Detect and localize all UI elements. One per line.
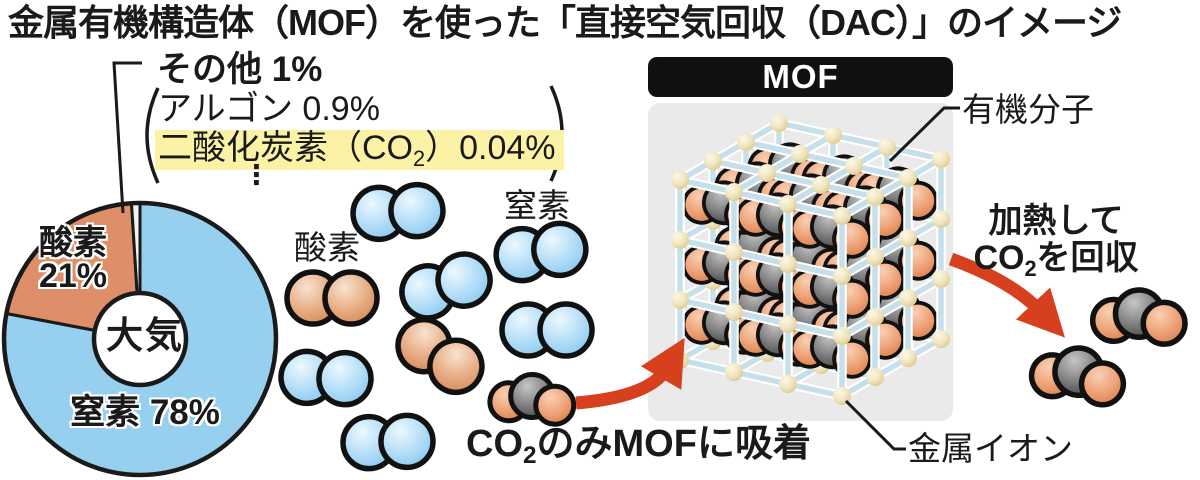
other-slice-label: その他 1% bbox=[157, 50, 323, 89]
adsorption-caption: CO2のみMOFに吸着 bbox=[466, 423, 811, 470]
metal-ion-node bbox=[866, 248, 884, 266]
metal-ion-node bbox=[899, 169, 917, 187]
metal-ion-node bbox=[878, 138, 896, 156]
metal-ion-node bbox=[866, 188, 884, 206]
ellipsis-dots-icon: ⋮ bbox=[243, 160, 270, 190]
metal-ion-node bbox=[779, 255, 797, 273]
metal-ion-node bbox=[833, 267, 851, 285]
argon-label: アルゴン 0.9% bbox=[158, 90, 380, 128]
metal-ion-label: 金属イオン bbox=[908, 430, 1073, 467]
metal-ion-node bbox=[791, 145, 809, 163]
metal-ion-node bbox=[812, 176, 830, 194]
metal-ion-node bbox=[932, 150, 950, 168]
metal-ion-node bbox=[725, 243, 743, 261]
metal-ion-node bbox=[932, 270, 950, 288]
breakdown-paren-left bbox=[145, 87, 160, 184]
molecule-nitrogen bbox=[499, 301, 595, 359]
metal-ion-node bbox=[737, 133, 755, 151]
metal-ion-node bbox=[932, 210, 950, 228]
mof-panel-header: MOF bbox=[648, 57, 953, 97]
metal-ion-node bbox=[899, 349, 917, 367]
oxygen-molecule-label: 酸素 bbox=[294, 229, 360, 266]
metal-ion-node bbox=[770, 114, 788, 132]
arrow-co2-release bbox=[948, 252, 1065, 338]
pie-center-label: 大気 bbox=[106, 315, 184, 356]
molecule-co2 bbox=[1089, 287, 1188, 347]
organic-molecule-leader-line bbox=[888, 106, 960, 163]
metal-ion-node bbox=[725, 363, 743, 381]
metal-ion-node bbox=[899, 289, 917, 307]
metal-ion-node bbox=[866, 368, 884, 386]
other-slice-leader-line bbox=[112, 61, 142, 214]
metal-ion-node bbox=[758, 164, 776, 182]
lattice-front bbox=[671, 114, 950, 405]
pie-outer-ring bbox=[1, 200, 279, 478]
metal-ion-node bbox=[833, 327, 851, 345]
metal-ion-node bbox=[671, 171, 689, 189]
pie-nitrogen-label: 窒素 78% bbox=[70, 393, 220, 432]
metal-ion-node bbox=[779, 375, 797, 393]
co2-concentration-label: 二酸化炭素（CO2）0.04% bbox=[155, 130, 564, 170]
metal-ion-node bbox=[671, 231, 689, 249]
molecule-nitrogen bbox=[340, 412, 436, 472]
metal-ion-node bbox=[845, 157, 863, 175]
air-molecules-group bbox=[278, 181, 595, 472]
molecule-oxygen bbox=[284, 269, 380, 327]
organic-molecule-label: 有機分子 bbox=[962, 91, 1094, 128]
molecule-nitrogen bbox=[350, 181, 446, 243]
metal-ion-node bbox=[833, 207, 851, 225]
molecule-oxygen bbox=[395, 316, 485, 396]
pie-center-hole bbox=[91, 290, 189, 388]
arrow-co2-into-mof bbox=[575, 337, 685, 410]
metal-ion-node bbox=[725, 303, 743, 321]
molecule-co2 bbox=[487, 372, 577, 427]
metal-ion-node bbox=[932, 330, 950, 348]
air-composition-pie-chart bbox=[1, 200, 279, 478]
molecule-nitrogen bbox=[399, 251, 493, 321]
nitrogen-molecule-label: 窒素 bbox=[504, 187, 570, 224]
metal-ion-node bbox=[704, 152, 722, 170]
mof-lattice bbox=[671, 114, 950, 405]
metal-ion-node bbox=[899, 229, 917, 247]
metal-ion-node bbox=[866, 308, 884, 326]
pie-oxygen-label: 酸素 21% bbox=[38, 224, 108, 295]
molecule-nitrogen bbox=[493, 220, 589, 284]
metal-ion-node bbox=[671, 291, 689, 309]
metal-ion-node bbox=[824, 126, 842, 144]
heat-release-caption: 加熱して CO2を回収 bbox=[973, 202, 1139, 281]
metal-ion-node bbox=[671, 351, 689, 369]
metal-ion-node bbox=[725, 183, 743, 201]
metal-ion-node bbox=[779, 195, 797, 213]
molecule-nitrogen bbox=[278, 348, 374, 408]
released-co2-group bbox=[1028, 287, 1188, 408]
metal-ion-leader-line bbox=[844, 399, 906, 451]
page-title: 金属有機構造体（MOF）を使った「直接空気回収（DAC）」のイメージ bbox=[8, 2, 1122, 43]
metal-ion-node bbox=[779, 315, 797, 333]
molecule-co2 bbox=[1028, 345, 1127, 408]
